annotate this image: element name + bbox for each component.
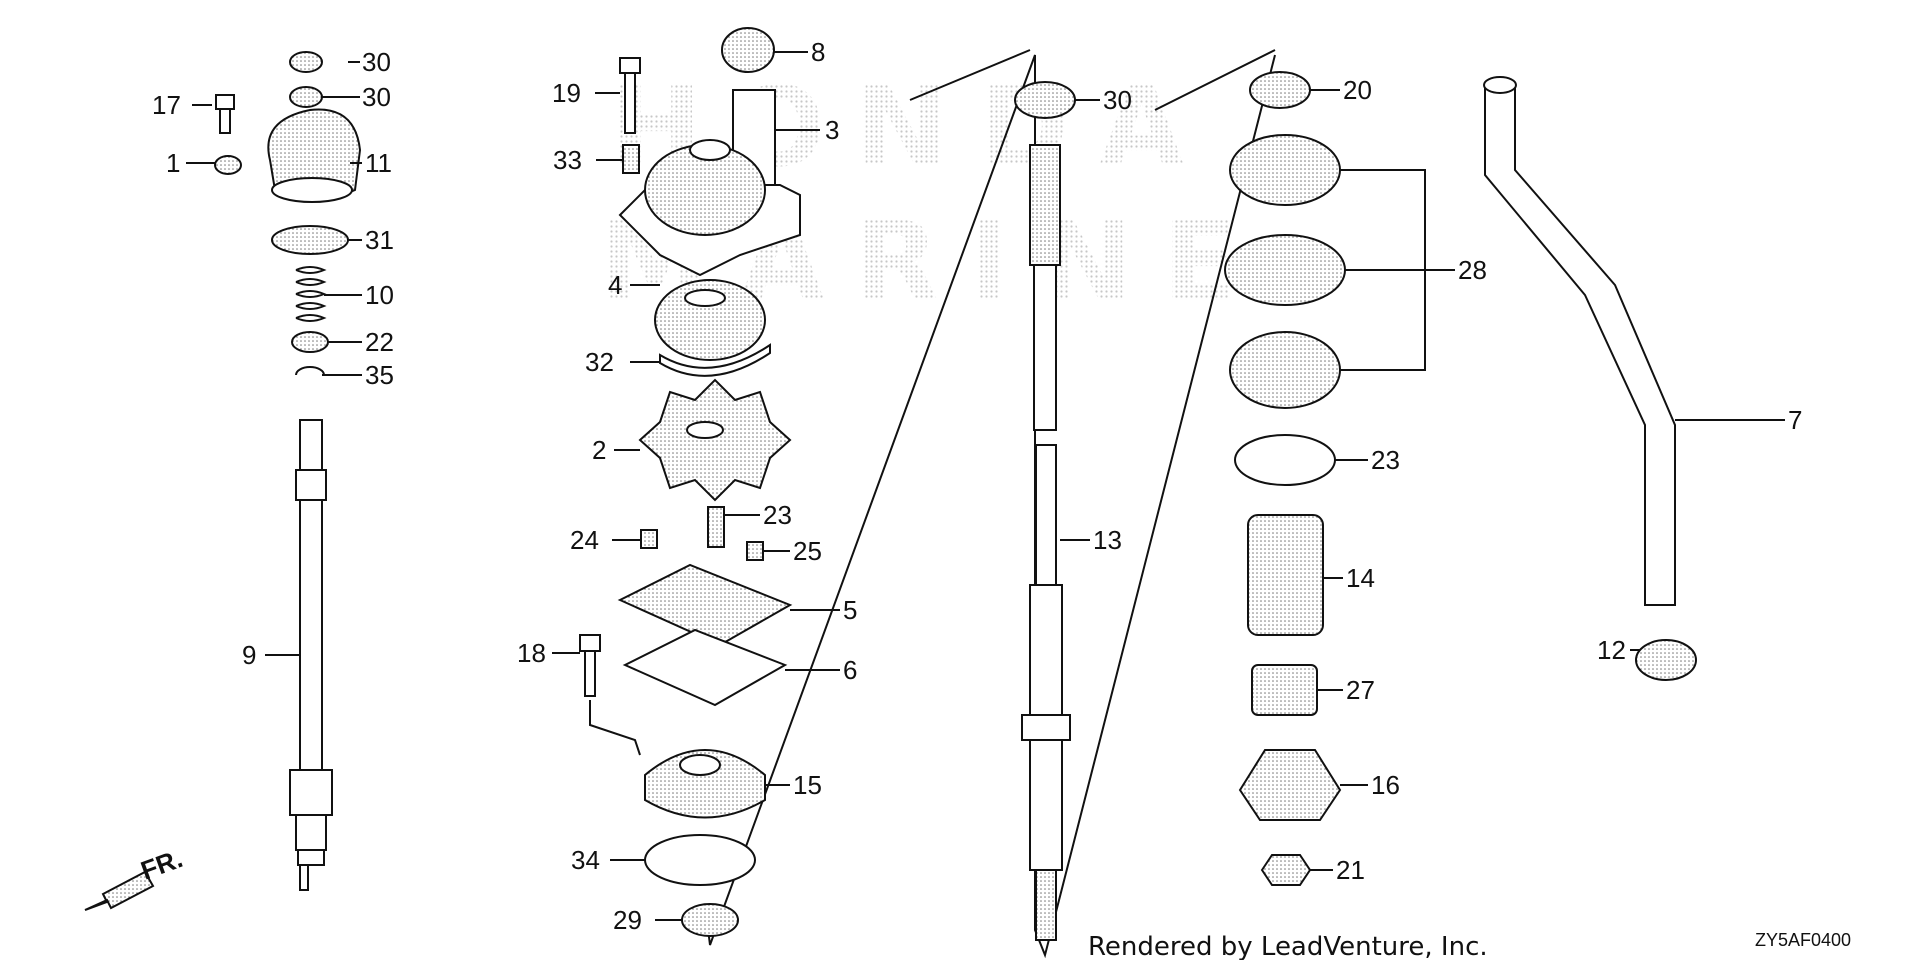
part-13-propeller-shaft[interactable] [1021, 144, 1071, 941]
callout-13: 13 [1093, 525, 1122, 555]
callout-14: 14 [1346, 563, 1375, 593]
callout-8: 8 [811, 37, 825, 67]
part-26-bearing[interactable] [1251, 664, 1318, 716]
callout-16: 16 [1371, 770, 1400, 800]
part-7-water-tube[interactable] [1483, 76, 1676, 606]
callout-35: 35 [365, 360, 394, 390]
part-15-base[interactable] [644, 749, 766, 819]
callout-23: 23 [1371, 445, 1400, 475]
front-marker-label: FR. [137, 843, 187, 886]
callout-32: 32 [585, 347, 614, 377]
callout-19: 19 [552, 78, 581, 108]
part-32-gasket[interactable] [659, 343, 771, 377]
part-24-key[interactable] [707, 506, 725, 548]
part-19-bolt[interactable] [619, 57, 641, 134]
callout-29: 30 [1103, 85, 1132, 115]
callout-17: 17 [152, 90, 181, 120]
callout-25-b: 25 [793, 536, 822, 566]
callout-6: 6 [843, 655, 857, 685]
part-17-bolt[interactable] [215, 94, 235, 134]
part-5-plate[interactable] [617, 563, 793, 647]
callout-7: 7 [1788, 405, 1802, 435]
callout-33: 34 [571, 845, 600, 875]
callout-4: 4 [608, 270, 622, 300]
part-25-pin-b[interactable] [746, 541, 764, 561]
part-25-pin-a[interactable] [640, 529, 658, 549]
callout-labels: 30 30 17 1 11 31 10 22 35 9 8 19 3 33 4 … [152, 37, 1802, 935]
part-12-grommet[interactable] [1635, 639, 1697, 681]
callout-28: 29 [613, 905, 642, 935]
callout-3: 3 [825, 115, 839, 145]
part-4-liner[interactable] [654, 279, 766, 361]
part-11-housing[interactable] [267, 108, 362, 203]
callout-18: 18 [517, 638, 546, 668]
callout-22: 22 [365, 327, 394, 357]
part-31-gasket[interactable] [271, 225, 349, 255]
callout-21: 21 [1336, 855, 1365, 885]
callout-31: 31 [365, 225, 394, 255]
part-9-drive-shaft[interactable] [289, 419, 333, 891]
callout-30-b: 30 [362, 82, 391, 112]
footer-credit: Rendered by LeadVenture, Inc. [1088, 932, 1488, 960]
leader-lines [186, 51, 1785, 921]
part-3-pump-housing[interactable] [618, 89, 801, 277]
callout-5: 5 [843, 595, 857, 625]
callout-25-a: 24 [570, 525, 599, 555]
leader-18-to-15 [589, 700, 641, 756]
front-direction-marker: FR. [84, 843, 187, 911]
callout-27: 28 [1458, 255, 1487, 285]
callout-26: 27 [1346, 675, 1375, 705]
diagram-code: ZY5AF0400 [1755, 930, 1851, 950]
part-20-bearing[interactable] [1249, 71, 1311, 109]
part-14-bellows[interactable] [1247, 514, 1324, 636]
callout-1: 1 [166, 148, 180, 178]
part-27-bearing-set[interactable] [1224, 134, 1346, 409]
callout-20: 20 [1343, 75, 1372, 105]
callout-15: 15 [793, 770, 822, 800]
callout-2: 2 [592, 435, 606, 465]
part-1-nut[interactable] [214, 155, 242, 175]
part-30-washer-b[interactable] [289, 86, 323, 108]
part-29-seal[interactable] [1014, 81, 1076, 119]
callout-9: 9 [242, 640, 256, 670]
part-10-spring[interactable] [295, 266, 327, 322]
callout-12: 12 [1597, 635, 1626, 665]
part-21-nut[interactable] [1260, 854, 1312, 886]
part-16-gear[interactable] [1238, 749, 1342, 821]
part-6-gasket[interactable] [622, 628, 788, 707]
callout-10: 10 [365, 280, 394, 310]
part-35-clip[interactable] [295, 366, 325, 376]
callout-11: 11 [365, 148, 392, 178]
part-30-washer-a[interactable] [289, 51, 323, 73]
part-33-o-ring[interactable] [644, 834, 756, 886]
part-18-bolt[interactable] [579, 634, 601, 697]
part-34-dowel[interactable] [622, 144, 640, 174]
callout-30-a: 30 [362, 47, 391, 77]
part-23-shim[interactable] [1234, 434, 1336, 486]
part-22-washer[interactable] [291, 331, 329, 353]
part-28-seal[interactable] [681, 903, 739, 937]
callout-24: 23 [763, 500, 792, 530]
callout-34: 33 [553, 145, 582, 175]
arrow-left-icon [84, 870, 155, 911]
part-2-impeller[interactable] [638, 378, 792, 502]
part-8-grommet[interactable] [721, 27, 775, 73]
